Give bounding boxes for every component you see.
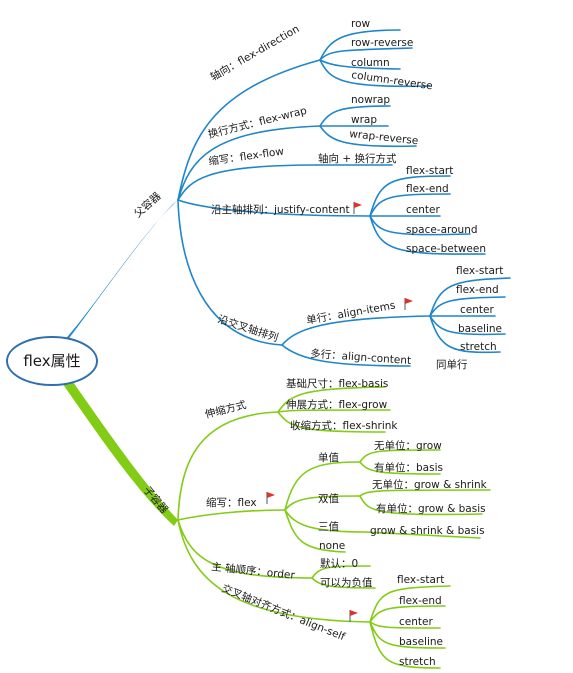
parent-label: 父容器 bbox=[131, 189, 163, 220]
flex-none: none bbox=[319, 540, 345, 552]
flex-shorthand-label: 缩写：flex bbox=[206, 496, 257, 509]
align-content-value: 同单行 bbox=[436, 358, 468, 371]
flex-direction-column: column bbox=[351, 57, 390, 69]
align-items-baseline: baseline bbox=[458, 323, 502, 335]
triple-value: grow & shrink & basis bbox=[370, 525, 485, 537]
flex-direction-column-reverse: column-reverse bbox=[351, 69, 434, 92]
align-self-baseline: baseline bbox=[399, 636, 443, 648]
justify-content-label: 沿主轴排列：justify-content bbox=[211, 203, 350, 216]
flex-direction-row-reverse: row-reverse bbox=[351, 37, 413, 49]
flex-direction-row: row bbox=[351, 18, 371, 30]
root-ellipse bbox=[6, 336, 98, 386]
order-negative: 可以为负值 bbox=[320, 576, 373, 589]
flex-wrap-nowrap: nowrap bbox=[351, 94, 390, 106]
cross-axis-label: 沿交叉轴排列 bbox=[216, 312, 280, 344]
triple-value-label: 三值 bbox=[318, 520, 339, 533]
child-trunk bbox=[60, 372, 178, 526]
order-label: 主 轴顺序：order bbox=[211, 560, 296, 582]
align-items-flex-start: flex-start bbox=[456, 265, 503, 277]
single-basis: 有单位：basis bbox=[374, 461, 443, 474]
justify-flex-end: flex-end bbox=[406, 183, 449, 195]
flag-icon bbox=[353, 202, 362, 214]
align-self-stretch: stretch bbox=[399, 656, 436, 668]
align-self-center: center bbox=[399, 616, 433, 628]
flex-flow-value: 轴向 + 换行方式 bbox=[318, 152, 397, 165]
single-grow: 无单位：grow bbox=[374, 439, 442, 452]
double-grow-basis: 有单位：grow & basis bbox=[376, 502, 486, 515]
flex-basis-item: 基础尺寸：flex-basis bbox=[286, 377, 388, 390]
justify-center: center bbox=[406, 204, 440, 216]
align-items-label: 单行：align-items bbox=[305, 299, 396, 327]
justify-space-around: space-around bbox=[406, 224, 478, 236]
double-value-label: 双值 bbox=[318, 492, 339, 505]
flex-grow-item: 伸展方式：flex-grow bbox=[286, 398, 388, 411]
flex-direction-label: 轴向：flex-direction bbox=[208, 22, 301, 83]
single-value-label: 单值 bbox=[318, 451, 339, 464]
flex-shrink-item: 收缩方式：flex-shrink bbox=[290, 419, 398, 432]
justify-space-between: space-between bbox=[406, 243, 486, 255]
align-items-flex-end: flex-end bbox=[456, 284, 499, 296]
flag-icon bbox=[349, 610, 358, 622]
flag-icon bbox=[266, 492, 275, 504]
justify-flex-start: flex-start bbox=[406, 165, 453, 177]
root-label: flex属性 bbox=[23, 352, 80, 370]
align-self-flex-start: flex-start bbox=[397, 574, 444, 586]
parent-trunk bbox=[60, 200, 178, 350]
flex-flow-label: 缩写：flex-flow bbox=[208, 144, 285, 168]
flex-wrap-wrap: wrap bbox=[351, 114, 377, 126]
flag-icon bbox=[404, 298, 413, 310]
align-content-label: 多行：align-content bbox=[310, 347, 412, 367]
double-grow-shrink: 无单位：grow & shrink bbox=[372, 478, 488, 491]
align-self-label: 交叉轴对齐方式：align-self bbox=[220, 582, 347, 644]
order-default: 默认：0 bbox=[320, 557, 358, 570]
align-self-flex-end: flex-end bbox=[399, 595, 442, 607]
align-items-stretch: stretch bbox=[460, 341, 497, 353]
align-items-center: center bbox=[460, 304, 494, 316]
